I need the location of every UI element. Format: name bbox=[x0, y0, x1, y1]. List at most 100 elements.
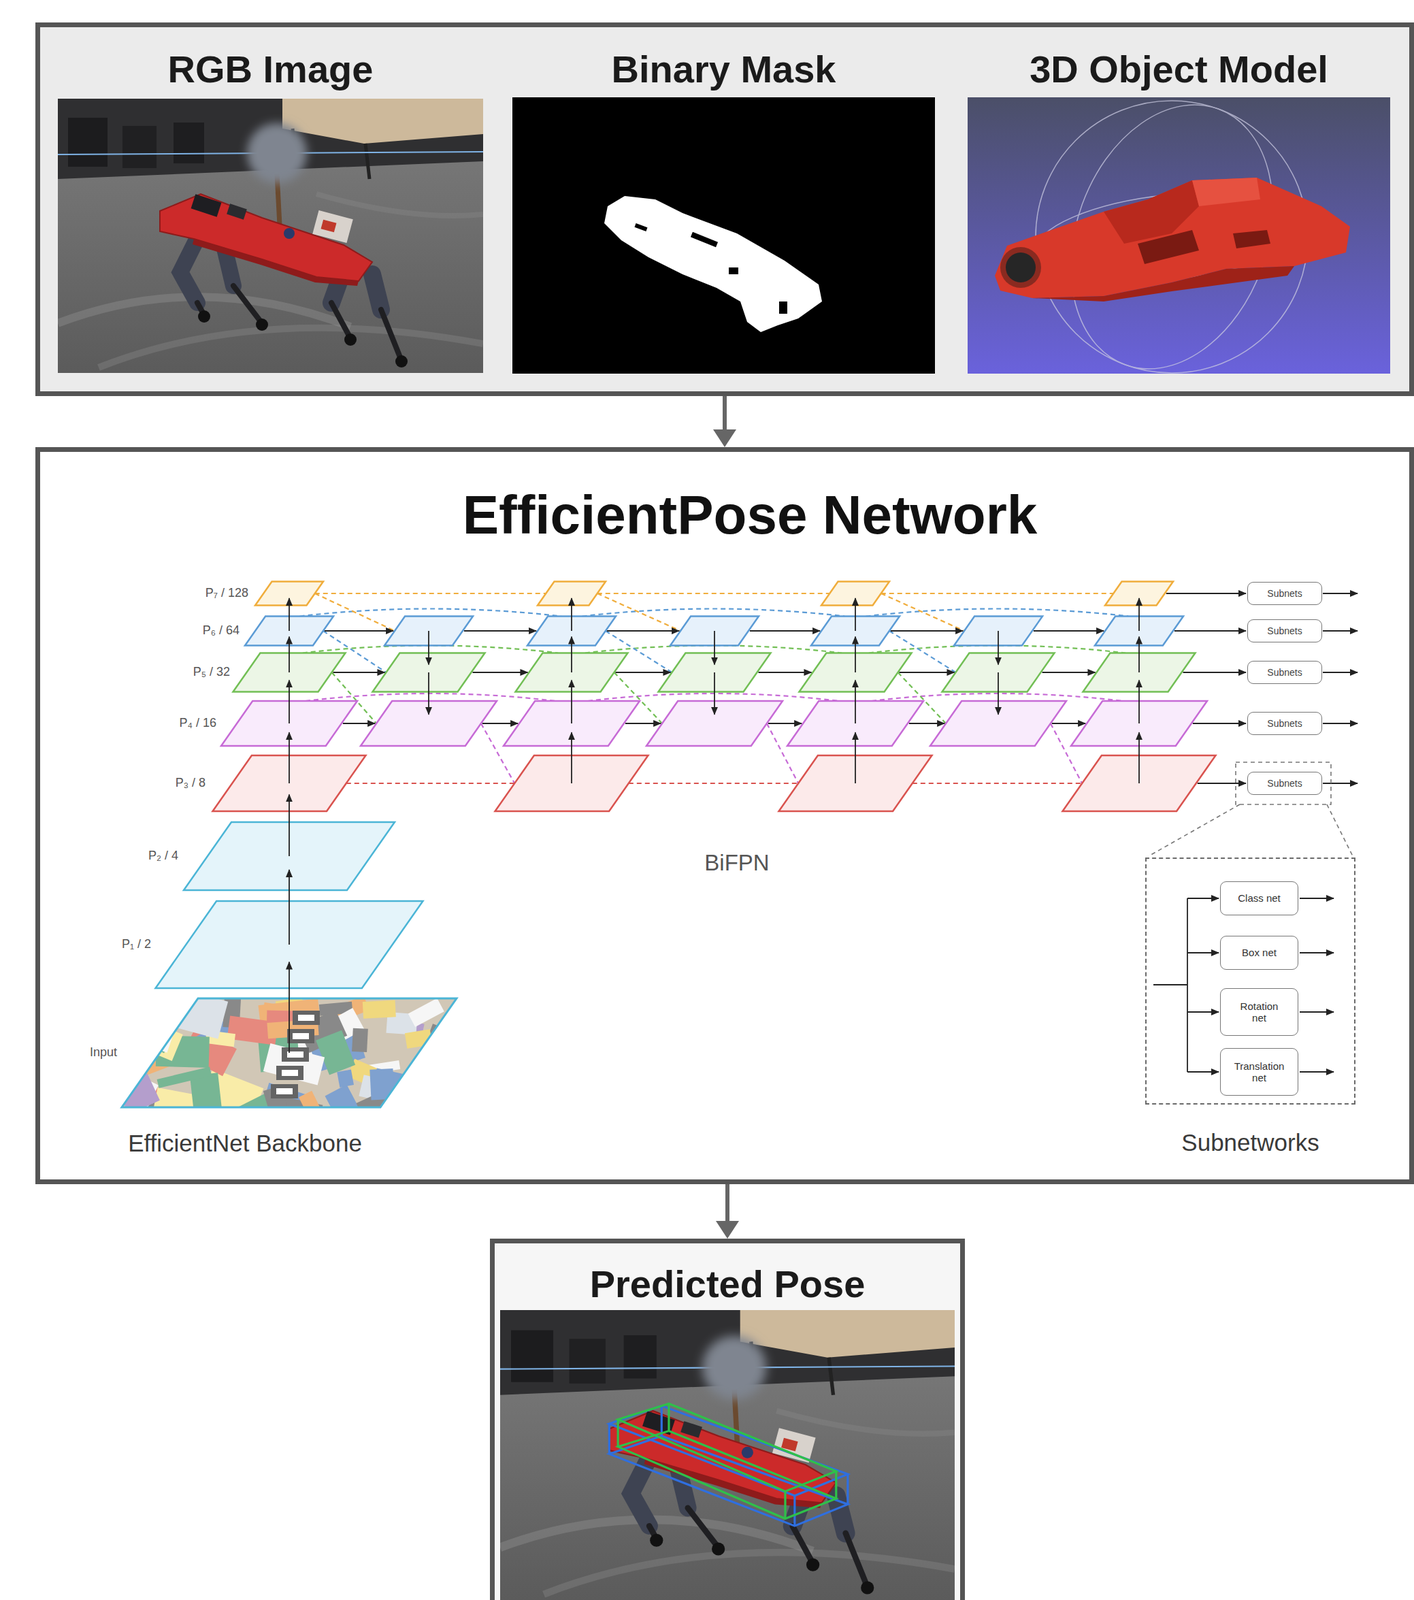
binary-mask-image bbox=[728, 267, 739, 275]
flow-line bbox=[1187, 951, 1219, 954]
panel-heading: RGB Image bbox=[57, 48, 484, 91]
flow-line bbox=[288, 732, 290, 784]
3d-model-render bbox=[1137, 229, 1199, 265]
image-panel: Binary Mask bbox=[512, 38, 935, 374]
predicted-pose-photo bbox=[500, 1309, 955, 1600]
panel-heading: Binary Mask bbox=[512, 48, 935, 91]
flow-line bbox=[1197, 782, 1246, 784]
level-label: P₇ / 128 bbox=[205, 585, 249, 600]
flow-arrow bbox=[713, 396, 737, 448]
flow-line bbox=[288, 679, 290, 724]
flow-arrow bbox=[715, 1184, 739, 1239]
box-label: Subnets bbox=[1261, 666, 1308, 678]
input-image bbox=[143, 1011, 181, 1028]
dashed-links bbox=[300, 593, 1129, 784]
image-panel: 3D Object Model bbox=[967, 38, 1391, 374]
level-label: P₄ / 16 bbox=[179, 715, 217, 730]
flow-line bbox=[570, 636, 573, 673]
3d-model-render bbox=[994, 177, 1351, 299]
flow-line bbox=[1042, 671, 1096, 673]
3d-model-render bbox=[1005, 252, 1036, 283]
input-image bbox=[427, 1048, 446, 1072]
input-image bbox=[403, 1095, 439, 1136]
flow-line bbox=[899, 671, 955, 673]
section-label: BiFPN bbox=[704, 849, 769, 876]
skip-connection bbox=[868, 645, 1126, 654]
flow-line bbox=[288, 869, 290, 945]
label-holder: BiFPN bbox=[464, 849, 1010, 877]
3d-model-render bbox=[1232, 229, 1271, 249]
flow-line bbox=[1299, 1071, 1334, 1073]
input-image bbox=[429, 1058, 460, 1080]
flow-line bbox=[324, 630, 394, 632]
flow-line bbox=[1033, 630, 1104, 632]
subnet-box: Subnets bbox=[1247, 581, 1323, 605]
flow-line bbox=[854, 598, 857, 631]
pose-box-blue bbox=[609, 1405, 848, 1496]
flow-line bbox=[713, 630, 716, 665]
box-label: Rotation net bbox=[1220, 1000, 1298, 1025]
panel-ground bbox=[489, 1238, 965, 1600]
skip-connection bbox=[305, 693, 556, 701]
flow-line bbox=[428, 672, 430, 715]
flow-line bbox=[1192, 722, 1246, 725]
zoom-bracket bbox=[1326, 804, 1353, 857]
box-label: Subnets bbox=[1261, 625, 1308, 637]
flow-line bbox=[854, 732, 857, 784]
flow-line bbox=[1187, 1071, 1219, 1073]
skip-connection bbox=[481, 723, 515, 784]
head-box: Translation net bbox=[1220, 1047, 1299, 1096]
label-holder: P₆ / 64 bbox=[202, 623, 240, 639]
flow-line bbox=[1299, 1011, 1334, 1013]
flow-line bbox=[1138, 636, 1140, 673]
box-label: Translation net bbox=[1220, 1060, 1298, 1084]
flow-line bbox=[288, 636, 290, 673]
3d-model-render bbox=[1032, 266, 1295, 302]
arrow-head bbox=[713, 429, 737, 448]
input-image bbox=[143, 1030, 164, 1046]
pose-box-green bbox=[617, 1419, 620, 1447]
flow-line bbox=[570, 598, 573, 631]
flow-line bbox=[1138, 598, 1140, 631]
flow-line bbox=[1299, 951, 1334, 954]
3d-model-render bbox=[967, 76, 1391, 398]
head-box: Rotation net bbox=[1220, 988, 1299, 1036]
zoom-bracket bbox=[1235, 762, 1331, 805]
level-label: P₆ / 64 bbox=[202, 623, 240, 637]
label-holder: P₅ / 32 bbox=[193, 664, 230, 680]
skip-connection bbox=[766, 723, 799, 784]
panel-heading: 3D Object Model bbox=[967, 48, 1391, 91]
skip-connection bbox=[912, 782, 1082, 784]
flow-line bbox=[342, 722, 375, 725]
label-holder: Input bbox=[89, 1045, 118, 1061]
flow-line bbox=[333, 671, 386, 673]
pose-box-green bbox=[617, 1403, 837, 1519]
label-holder: P₇ / 128 bbox=[205, 585, 249, 601]
skip-connection bbox=[582, 609, 846, 617]
flow-line bbox=[428, 630, 430, 665]
skip-connection bbox=[587, 693, 840, 701]
binary-mask-image bbox=[690, 232, 718, 248]
input-image bbox=[115, 1039, 152, 1062]
network-panel: EfficientPose NetworkSubnetsSubnetsSubne… bbox=[35, 447, 1414, 1185]
flow-line bbox=[758, 671, 812, 673]
flow-line bbox=[1322, 592, 1358, 595]
flow-line bbox=[482, 722, 518, 725]
pose-box-green bbox=[617, 1431, 837, 1519]
subnetworks-box: SubnetworksClass netBox netRotation netT… bbox=[1145, 857, 1356, 1105]
head-box: Class net bbox=[1220, 881, 1299, 916]
binary-mask-image bbox=[512, 97, 935, 374]
section-label: EfficientNet Backbone bbox=[127, 1129, 363, 1157]
flow-line bbox=[1322, 782, 1358, 784]
subnet-box: Subnets bbox=[1247, 711, 1323, 735]
flow-line bbox=[1299, 897, 1334, 899]
flow-line bbox=[472, 671, 529, 673]
flow-line bbox=[288, 598, 290, 631]
flow-line bbox=[1183, 671, 1246, 673]
pose-box-blue bbox=[793, 1495, 796, 1526]
skip-connection bbox=[1050, 723, 1082, 784]
head-box: Box net bbox=[1220, 935, 1299, 970]
panel-heading: Predicted Pose bbox=[494, 1262, 961, 1306]
level-label: P₃ / 8 bbox=[175, 775, 206, 790]
